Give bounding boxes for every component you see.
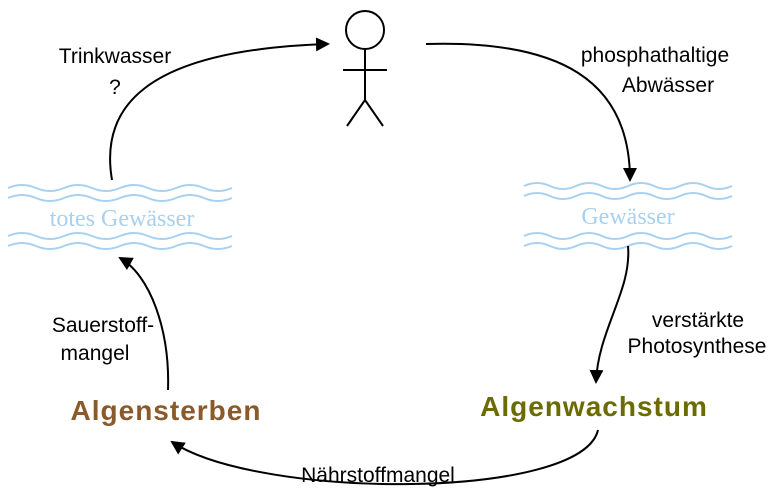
arrow-to-gewaesser	[425, 42, 637, 182]
label-photosynthese: Photosynthese	[628, 335, 767, 358]
label-mangel: mangel	[61, 342, 130, 365]
label-question: ?	[109, 76, 121, 99]
label-phosphathaltige: phosphathaltige	[581, 44, 729, 67]
node-algenwachstum: Algenwachstum	[480, 391, 708, 422]
stick-figure-icon	[343, 10, 387, 127]
label-sauerstoff: Sauerstoff-	[52, 314, 154, 337]
label-trinkwasser: Trinkwasser	[59, 45, 171, 68]
totes-gewaesser-water-icon	[7, 184, 233, 250]
label-naehrstoffmangel: Nährstoffmangel	[301, 464, 455, 487]
label-verstaerkte: verstärkte	[652, 309, 744, 332]
arrow-to-algenwachstum	[589, 245, 630, 384]
node-gewaesser: Gewässer	[581, 204, 674, 230]
node-algensterben: Algensterben	[71, 395, 262, 426]
arrow-to-person	[109, 37, 330, 181]
node-totes-gewaesser: totes Gewässer	[50, 206, 195, 232]
label-abwaesser: Abwässer	[622, 74, 714, 97]
arrow-to-algensterben	[170, 429, 599, 486]
arrow-to-totes-gewaesser	[118, 257, 170, 391]
